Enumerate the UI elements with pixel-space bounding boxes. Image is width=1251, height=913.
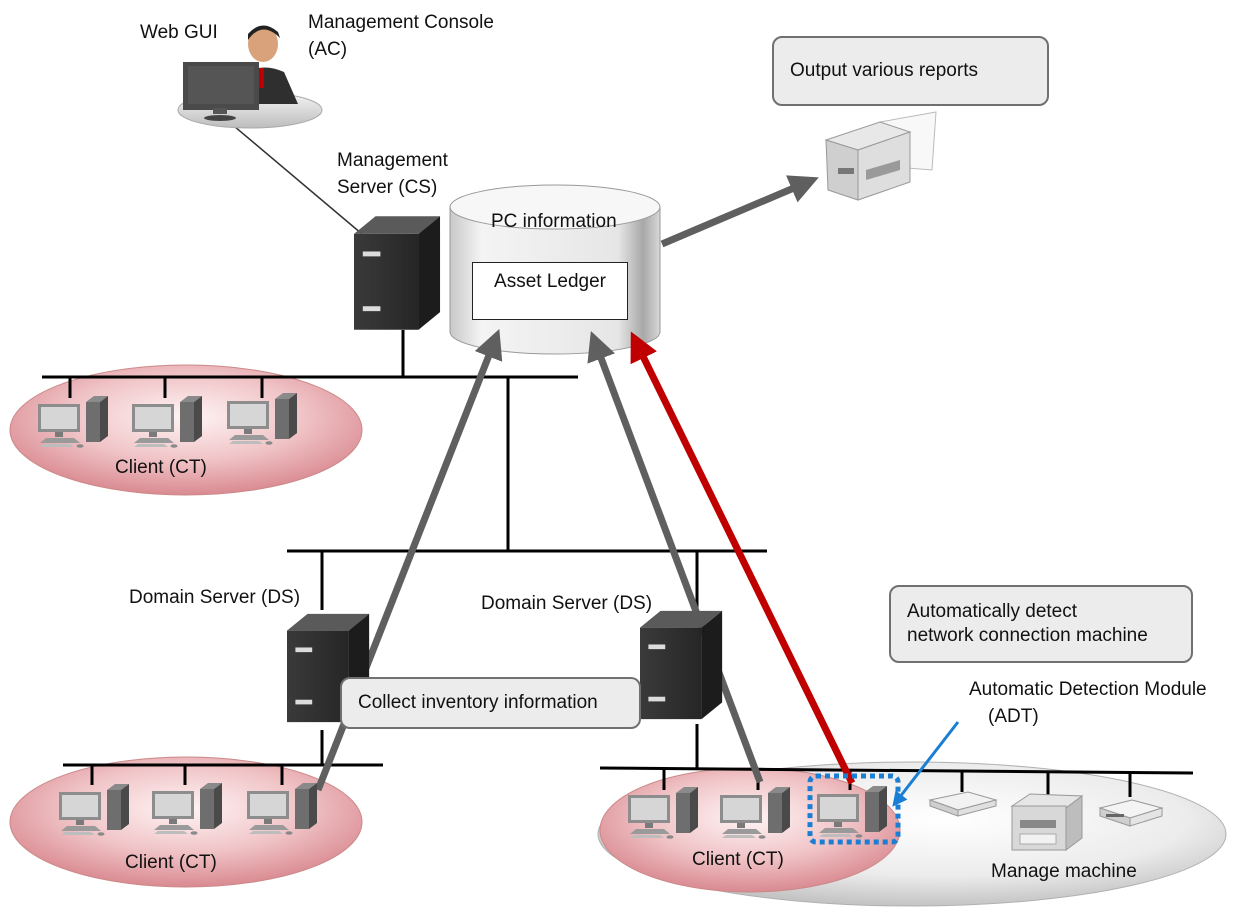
collect-arrow-right bbox=[587, 330, 764, 784]
domain-server-left-label: Domain Server (DS) bbox=[129, 587, 301, 608]
auto-detect-callout: Automatically detect network connection … bbox=[889, 585, 1193, 663]
adt-abbr-label: (ADT) bbox=[988, 706, 1039, 727]
client-ct-bottom-left-label: Client (CT) bbox=[125, 852, 217, 873]
auto-detect-text-line2: network connection machine bbox=[907, 625, 1148, 646]
client-ct-bottom-right-label: Client (CT) bbox=[692, 849, 784, 870]
output-reports-callout: Output various reports bbox=[772, 36, 1049, 106]
collect-inventory-callout: Collect inventory information bbox=[340, 677, 641, 729]
hub-icon bbox=[1098, 799, 1164, 827]
adt-highlight-box bbox=[807, 773, 901, 845]
management-console-label: Management Console bbox=[308, 12, 494, 33]
management-server-label: Management bbox=[337, 150, 448, 171]
manage-machine-label: Manage machine bbox=[991, 861, 1137, 882]
adt-pointer-arrow bbox=[892, 721, 960, 807]
report-printer-icon bbox=[824, 111, 937, 201]
collect-inventory-text: Collect inventory information bbox=[358, 692, 598, 713]
report-output-arrow bbox=[660, 175, 819, 248]
web-gui-label: Web GUI bbox=[140, 22, 218, 43]
management-server-icon bbox=[354, 216, 441, 330]
router-icon bbox=[928, 791, 998, 817]
printer-small-icon bbox=[1010, 793, 1084, 851]
asset-ledger-box: Asset Ledger bbox=[472, 262, 628, 320]
auto-detect-text-line1: Automatically detect bbox=[907, 601, 1078, 622]
domain-server-right-icon bbox=[640, 610, 723, 720]
adt-module-label: Automatic Detection Module bbox=[969, 679, 1207, 700]
pc-information-label: PC information bbox=[491, 211, 617, 232]
management-console-abbr-label: (AC) bbox=[308, 39, 348, 60]
domain-server-right-label: Domain Server (DS) bbox=[481, 593, 653, 614]
detection-report-arrow bbox=[630, 331, 856, 785]
management-server-label-2: Server (CS) bbox=[337, 177, 438, 198]
client-zone-bottom-left bbox=[9, 756, 363, 888]
management-console-operator-icon bbox=[177, 25, 323, 129]
output-reports-text: Output various reports bbox=[790, 60, 978, 81]
client-ct-top-label: Client (CT) bbox=[115, 457, 207, 478]
